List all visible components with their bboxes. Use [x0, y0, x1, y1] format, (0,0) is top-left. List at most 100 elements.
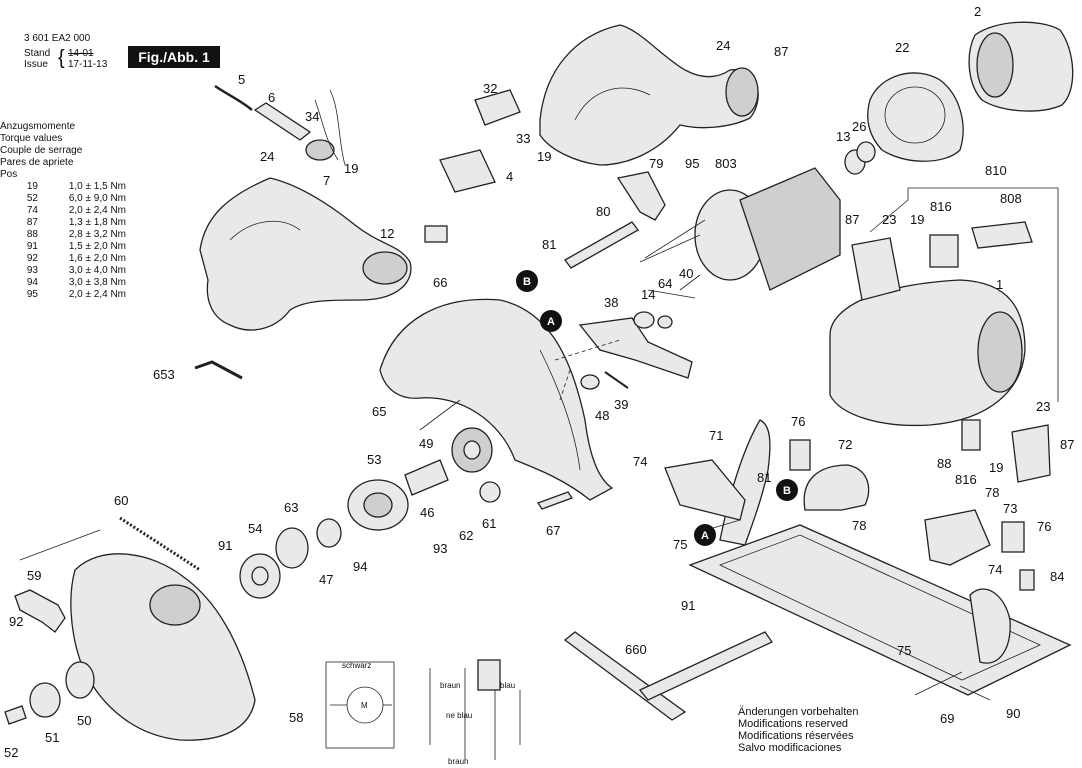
switch-parts	[851, 221, 1033, 301]
part-label: 58	[289, 710, 303, 725]
part-label: 53	[367, 452, 381, 467]
part-label: 7	[323, 173, 330, 188]
part-label: 64	[658, 276, 672, 291]
leader-line	[647, 289, 696, 299]
part-label: 23	[1036, 399, 1050, 414]
part-label: 87	[774, 44, 788, 59]
wire-brown-label-2: braun	[448, 757, 468, 766]
torque-value: 1,0 ± 1,5 Nm	[68, 181, 126, 192]
power-cable	[214, 84, 346, 166]
torque-title-en: Torque values	[0, 133, 63, 144]
allen-key	[194, 360, 243, 380]
part-label: 59	[27, 568, 41, 583]
torque-title-fr: Couple de serrage	[0, 145, 83, 156]
torque-title-de: Anzugsmomente	[0, 121, 76, 132]
bevel-quadrant	[803, 464, 870, 511]
note-es: Salvo modificaciones	[738, 742, 842, 754]
leader-line	[914, 671, 963, 696]
issue-label: Issue	[24, 59, 48, 70]
part-label: 66	[433, 275, 447, 290]
part-label: 62	[459, 528, 473, 543]
part-label: 816	[930, 199, 952, 214]
part-label: 74	[633, 454, 647, 469]
part-label: 81	[757, 470, 771, 485]
part-label: 72	[838, 437, 852, 452]
leader-line	[712, 519, 741, 529]
torque-pos: 93	[26, 265, 38, 276]
part-label: 23	[882, 212, 896, 227]
part-label: 26	[852, 119, 866, 134]
switch-bracket	[907, 187, 1059, 402]
part-label: 76	[791, 414, 805, 429]
part-label: 19	[344, 161, 358, 176]
torque-value: 2,0 ± 2,4 Nm	[68, 205, 126, 216]
part-label: 816	[955, 472, 977, 487]
part-label: 80	[596, 204, 610, 219]
marker-a: A	[540, 310, 562, 332]
stand-value: 14-01	[68, 48, 94, 59]
wiring-diagram: schwarz M braun ne blau blau braun	[325, 659, 521, 766]
part-label: 79	[649, 156, 663, 171]
stand-label: Stand	[24, 48, 51, 59]
lever-79	[616, 171, 666, 221]
leader-line	[19, 529, 101, 561]
part-label: 67	[546, 523, 560, 538]
lower-blade-guard	[70, 553, 256, 741]
contact-816	[961, 419, 981, 451]
marker-b: B	[776, 479, 798, 501]
part-label: 95	[685, 156, 699, 171]
wire-black-label: schwarz	[342, 661, 371, 670]
part-label: 90	[1006, 706, 1020, 721]
part-label: 49	[419, 436, 433, 451]
carbon-brush	[424, 225, 448, 243]
torque-pos: 87	[26, 217, 38, 228]
bearings	[239, 518, 342, 599]
bracket-78	[924, 509, 991, 566]
brush-holder	[474, 89, 521, 126]
torque-value: 1,3 ± 1,8 Nm	[68, 217, 126, 228]
part-label: 73	[1003, 501, 1017, 516]
part-label: 4	[506, 169, 513, 184]
torque-value: 1,5 ± 2,0 Nm	[68, 241, 126, 252]
part-label: 40	[679, 266, 693, 281]
part-label: 33	[516, 131, 530, 146]
part-label: 91	[218, 538, 232, 553]
leader-line	[869, 199, 909, 233]
part-label: 660	[625, 642, 647, 657]
armature	[639, 141, 876, 291]
part-label: 47	[319, 572, 333, 587]
marker-b-text: B	[783, 485, 791, 497]
cover-23	[1011, 424, 1051, 483]
torque-value: 3,0 ± 3,8 Nm	[68, 277, 126, 288]
part-label: 78	[985, 485, 999, 500]
housing-half-left	[199, 177, 412, 331]
torque-row: 74 2,0 ± 2,4 Nm	[0, 205, 126, 217]
part-label: 74	[988, 562, 1002, 577]
spindle	[404, 459, 501, 503]
leader-dash	[559, 369, 571, 401]
pin-80	[564, 221, 639, 269]
blade-flanges	[4, 661, 95, 725]
part-label: 87	[1060, 437, 1074, 452]
part-label: 6	[268, 90, 275, 105]
part-label: 14	[641, 287, 655, 302]
motor-symbol: M	[361, 701, 368, 710]
note-fr: Modifications réservées	[738, 730, 854, 742]
torque-pos: 74	[26, 205, 38, 216]
part-label: 50	[77, 713, 91, 728]
part-label: 93	[433, 541, 447, 556]
marker-a-text: A	[547, 316, 555, 328]
part-label: 75	[673, 537, 687, 552]
notes-block: Änderungen vorbehalten Modifications res…	[738, 706, 858, 754]
torque-row: 87 1,3 ± 1,8 Nm	[0, 217, 126, 229]
motor-stator	[968, 21, 1074, 112]
riving-knife	[664, 419, 771, 546]
torque-pos: 52	[26, 193, 38, 204]
part-label: 19	[989, 460, 1003, 475]
knob-84	[1019, 569, 1035, 591]
part-label: 19	[910, 212, 924, 227]
part-label: 51	[45, 730, 59, 745]
